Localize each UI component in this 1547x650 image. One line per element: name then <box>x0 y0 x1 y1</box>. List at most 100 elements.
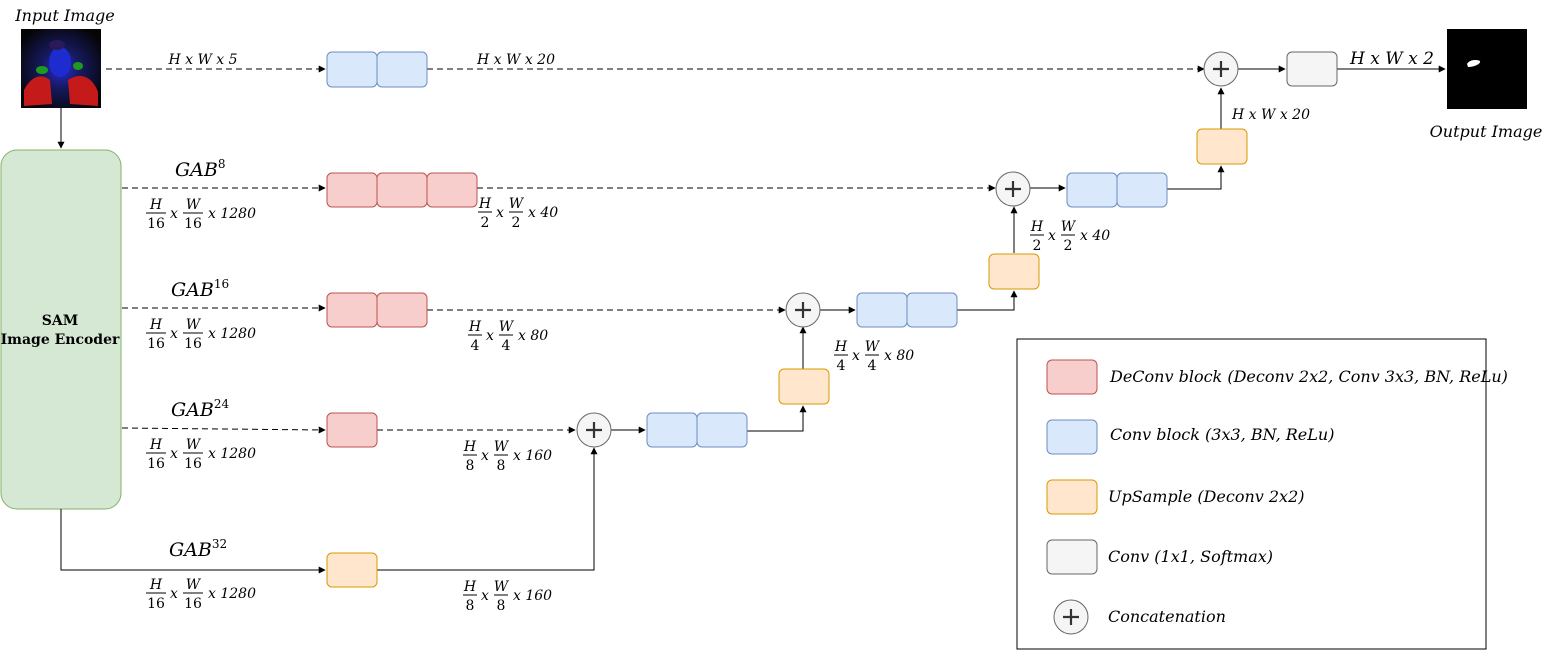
svg-text:8: 8 <box>497 458 506 474</box>
svg-text:x: x <box>481 588 489 604</box>
gab-label: GAB16 <box>171 277 229 301</box>
svg-text:2: 2 <box>1064 238 1073 254</box>
dim-input: H x W x 5 <box>167 52 237 68</box>
svg-text:H: H <box>149 197 163 213</box>
svg-text:GAB24: GAB24 <box>171 397 230 421</box>
svg-text:W: W <box>499 319 515 335</box>
plus-circle-icon <box>1203 51 1239 87</box>
svg-text:16: 16 <box>184 336 202 352</box>
svg-text:x: x <box>852 348 860 364</box>
legend-conv-label: Conv block (3x3, BN, ReLu) <box>1110 425 1334 444</box>
svg-text:x 40: x 40 <box>528 205 558 221</box>
svg-text:8: 8 <box>497 598 506 614</box>
input-image-label: Input Image <box>14 6 114 25</box>
svg-text:H: H <box>149 437 163 453</box>
svg-text:2: 2 <box>1033 238 1042 254</box>
svg-text:x 160: x 160 <box>513 588 552 604</box>
conv-block <box>906 292 958 328</box>
svg-text:H: H <box>463 439 477 455</box>
output-image-label: Output Image <box>1430 122 1543 141</box>
svg-text:x 1280: x 1280 <box>208 326 256 342</box>
legend-concat-label: Concatenation <box>1108 607 1226 626</box>
conv-block <box>696 412 748 448</box>
sam-image-encoder <box>0 149 122 510</box>
input-image-icon <box>21 29 101 108</box>
fraction-dim-label: H 16 xW 16 x 1280 <box>146 577 256 612</box>
svg-text:16: 16 <box>184 596 202 612</box>
legend-upsample-swatch <box>1046 479 1098 515</box>
svg-text:x 80: x 80 <box>518 328 548 344</box>
legend-conv-swatch <box>1046 419 1098 455</box>
output-mask-icon <box>1447 29 1527 109</box>
svg-text:GAB16: GAB16 <box>171 277 229 301</box>
deconv-block <box>326 412 378 448</box>
svg-text:W: W <box>509 196 525 212</box>
dim-upsample-top: H x W x 20 <box>1231 107 1310 123</box>
svg-text:4: 4 <box>837 358 846 374</box>
svg-text:x 80: x 80 <box>884 348 914 364</box>
svg-text:x 1280: x 1280 <box>208 586 256 602</box>
svg-text:H: H <box>149 317 163 333</box>
svg-text:2: 2 <box>512 215 521 231</box>
upsample-block <box>326 552 378 588</box>
svg-text:H: H <box>149 577 163 593</box>
svg-text:x: x <box>481 448 489 464</box>
gab-label: GAB8 <box>175 157 226 181</box>
legend-deconv-swatch <box>1046 359 1098 395</box>
legend-deconv-label: DeConv block (Deconv 2x2, Conv 3x3, BN, … <box>1109 367 1508 386</box>
dim-top: H x W x 20 <box>476 52 555 68</box>
svg-text:x 1280: x 1280 <box>208 206 256 222</box>
deconv-block <box>326 172 378 208</box>
svg-text:H: H <box>468 319 482 335</box>
conv-block <box>646 412 698 448</box>
upsample-block <box>778 368 830 405</box>
upsample-block <box>1196 128 1248 165</box>
svg-text:x 1280: x 1280 <box>208 446 256 462</box>
svg-text:2: 2 <box>481 215 490 231</box>
conv-block <box>1066 172 1118 208</box>
svg-text:4: 4 <box>868 358 877 374</box>
svg-text:W: W <box>1061 219 1077 235</box>
legend-conv1x1-label: Conv (1x1, Softmax) <box>1108 547 1273 566</box>
encoder-title-line1: SAM <box>42 313 78 329</box>
conv-block <box>856 292 908 328</box>
svg-text:GAB32: GAB32 <box>169 537 227 561</box>
svg-text:x: x <box>170 586 178 602</box>
gab-label: GAB32 <box>169 537 227 561</box>
svg-text:16: 16 <box>147 336 165 352</box>
svg-text:W: W <box>186 317 202 333</box>
deconv-block <box>326 292 378 328</box>
svg-text:4: 4 <box>471 338 480 354</box>
svg-text:W: W <box>186 437 202 453</box>
conv-block <box>376 51 428 88</box>
svg-text:4: 4 <box>502 338 511 354</box>
svg-text:W: W <box>186 577 202 593</box>
svg-text:H: H <box>463 579 477 595</box>
deconv-block <box>426 172 478 208</box>
fraction-dim-label: H 8xW 8 x 160 <box>463 439 552 474</box>
plus-circle-icon <box>576 412 612 448</box>
svg-text:x: x <box>170 446 178 462</box>
svg-text:16: 16 <box>147 216 165 232</box>
legend-conv1x1-swatch <box>1046 539 1098 575</box>
svg-text:x 40: x 40 <box>1080 228 1110 244</box>
svg-text:8: 8 <box>466 458 475 474</box>
connector-lines <box>57 65 1446 574</box>
svg-text:W: W <box>494 439 510 455</box>
svg-text:x 160: x 160 <box>513 448 552 464</box>
conv-block <box>326 51 378 88</box>
svg-text:16: 16 <box>184 456 202 472</box>
svg-text:16: 16 <box>147 596 165 612</box>
legend-upsample-label: UpSample (Deconv 2x2) <box>1108 487 1305 506</box>
svg-text:8: 8 <box>466 598 475 614</box>
